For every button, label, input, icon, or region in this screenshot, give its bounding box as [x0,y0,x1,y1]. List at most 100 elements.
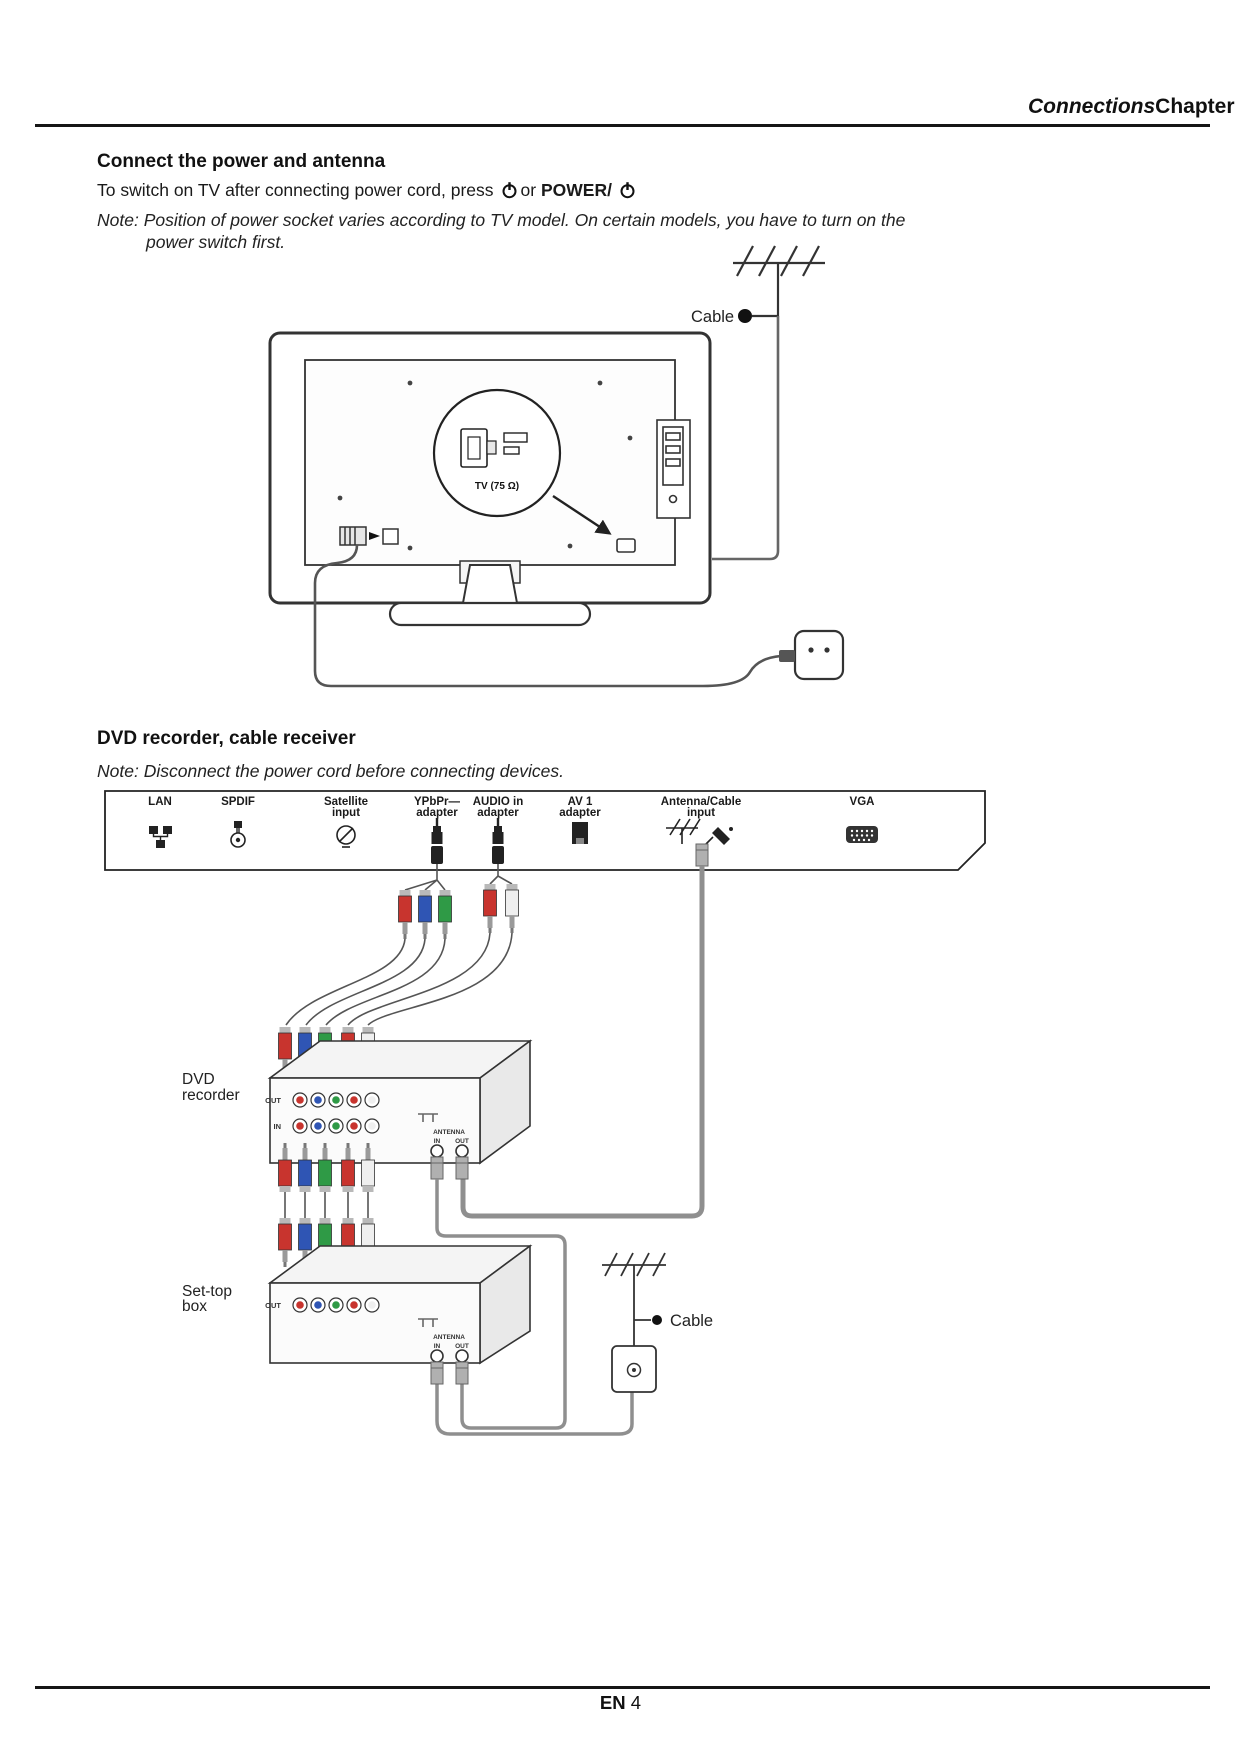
lan-icon [149,826,172,848]
power-inlet [339,526,399,546]
set-top-box: OUT ANTENNA IN OUT [265,1244,533,1365]
ypbpr-adapter-icon [431,818,443,844]
port-label-satellite-2: input [332,807,360,819]
power-cord [313,544,782,688]
cable-dot [738,309,752,323]
dvd-recorder-label-1: DVD [182,1071,215,1088]
power-keyword: POWER/ [540,180,612,200]
ypbpr-adapter-cable [398,846,452,940]
page-footer: EN 4 [0,1692,1241,1714]
dvd-recorder-label-2: recorder [182,1087,240,1104]
note-text-2: Disconnect the power cord before connect… [143,761,564,781]
cable-stb-to-dvd [435,1179,567,1430]
port-label-antenna-2: input [687,807,715,819]
component-cables [285,932,513,1026]
tv-stand [388,564,592,627]
cable-dot-2 [652,1315,662,1325]
wall-plate [611,1345,657,1393]
dvd-antenna-out-connector [455,1156,469,1180]
stb-antenna-out-label: OUT [455,1343,469,1350]
wall-antenna-icon [602,1252,666,1346]
brand-mark [418,1113,438,1122]
stb-antenna-in-connector [430,1361,444,1385]
section-title-dvd: DVD recorder, cable receiver [97,728,356,749]
stb-out-row-label: OUT [265,1301,281,1310]
connection-diagram: LAN SPDIF Satellite input YPbPr— adapter… [104,790,986,1436]
port-label-lan: LAN [148,796,172,808]
dvd-note: Note: Disconnect the power cord before c… [97,760,564,782]
vga-icon [846,826,878,843]
dvd-recorder-box: OUT IN ANTENNA IN OUT [265,1039,533,1165]
cable-label: Cable [691,308,734,326]
rca-plug-blue [418,889,432,940]
antenna-connector-detail: TV (75 Ω) [432,388,562,518]
port-label-spdif: SPDIF [221,796,255,808]
note-text-line1: Position of power socket varies accordin… [143,210,906,230]
note-label: Note: [97,210,139,230]
dvd-to-stb-plugs [278,1142,375,1268]
rca-plug-red [483,883,497,934]
port-label-vga: VGA [850,796,875,808]
instruction-text: To switch on TV after connecting power c… [97,180,494,200]
port-label-audio-2: adapter [477,807,519,819]
antenna-cable [712,316,780,561]
av1-adapter-icon [572,822,588,844]
rca-plug-green [438,889,452,940]
chapter-title-italic: Connections [1028,95,1156,118]
port-labels: LAN SPDIF Satellite input YPbPr— adapter… [148,796,874,819]
port-label-ypbpr-1: YPbPr— [414,796,461,808]
dvd-antenna-in-label: IN [434,1138,441,1145]
set-top-box-label-1: Set-top [182,1283,232,1300]
spdif-icon [230,821,246,848]
stb-antenna-in-label: IN [434,1343,441,1350]
stb-antenna-out-connector [455,1361,469,1385]
detail-pointer-arrow [552,494,612,535]
footer-page-number: 4 [630,1692,642,1713]
port-label-antenna-1: Antenna/Cable [661,796,742,808]
note-label-2: Note: [97,761,139,781]
chapter-title-bold: Chapter [1155,95,1235,118]
port-label-av1-1: AV 1 [568,796,593,808]
footer-lang: EN [599,1692,626,1713]
cable-wall-to-stb [435,1384,634,1436]
footer-rule [35,1686,1210,1689]
note-text-line2: power switch first. [146,232,286,253]
dvd-in-row-label: IN [274,1122,282,1131]
rca-plug-white [505,883,519,934]
side-connector-panel [656,419,691,519]
roof-antenna-icon [733,245,825,316]
satellite-input-icon [336,825,356,848]
audio-in-adapter-icon [492,818,504,844]
power-plug [779,650,795,662]
dvd-antenna-out-label: OUT [455,1138,469,1145]
power-icon-2 [620,182,635,199]
dvd-antenna-in-connector [430,1156,444,1180]
cable-label-2: Cable [670,1312,713,1330]
power-icon [502,182,517,199]
port-label-av1-2: adapter [559,807,601,819]
stb-antenna-label: ANTENNA [433,1334,465,1341]
port-label-audio-1: AUDIO in [473,796,523,808]
tv-antenna-diagram: Cable [268,245,845,688]
antenna-cable-input-icon [666,818,733,845]
power-note: Note: Position of power socket varies ac… [97,209,905,254]
brand-mark [418,1318,438,1327]
cable-panel-to-dvd [460,866,705,1219]
section-title-power: Connect the power and antenna [97,151,386,172]
instruction-or: or [520,180,537,200]
set-top-box-label-2: box [182,1298,207,1315]
port-label-ypbpr-2: adapter [416,807,458,819]
dvd-antenna-label: ANTENNA [433,1129,465,1136]
port-label-satellite-1: Satellite [324,796,368,808]
power-instruction: To switch on TV after connecting power c… [97,180,639,201]
page-header: ConnectionsChapter [1028,95,1235,119]
rca-plug-red [398,889,412,940]
tv-75ohm-label: TV (75 Ω) [475,481,519,492]
screws [337,380,633,551]
antenna-input-jack [616,538,636,553]
coax-connector-top [695,843,709,867]
power-outlet [779,629,845,681]
dvd-out-row-label: OUT [265,1096,281,1105]
tv-rear-panel [104,790,986,871]
